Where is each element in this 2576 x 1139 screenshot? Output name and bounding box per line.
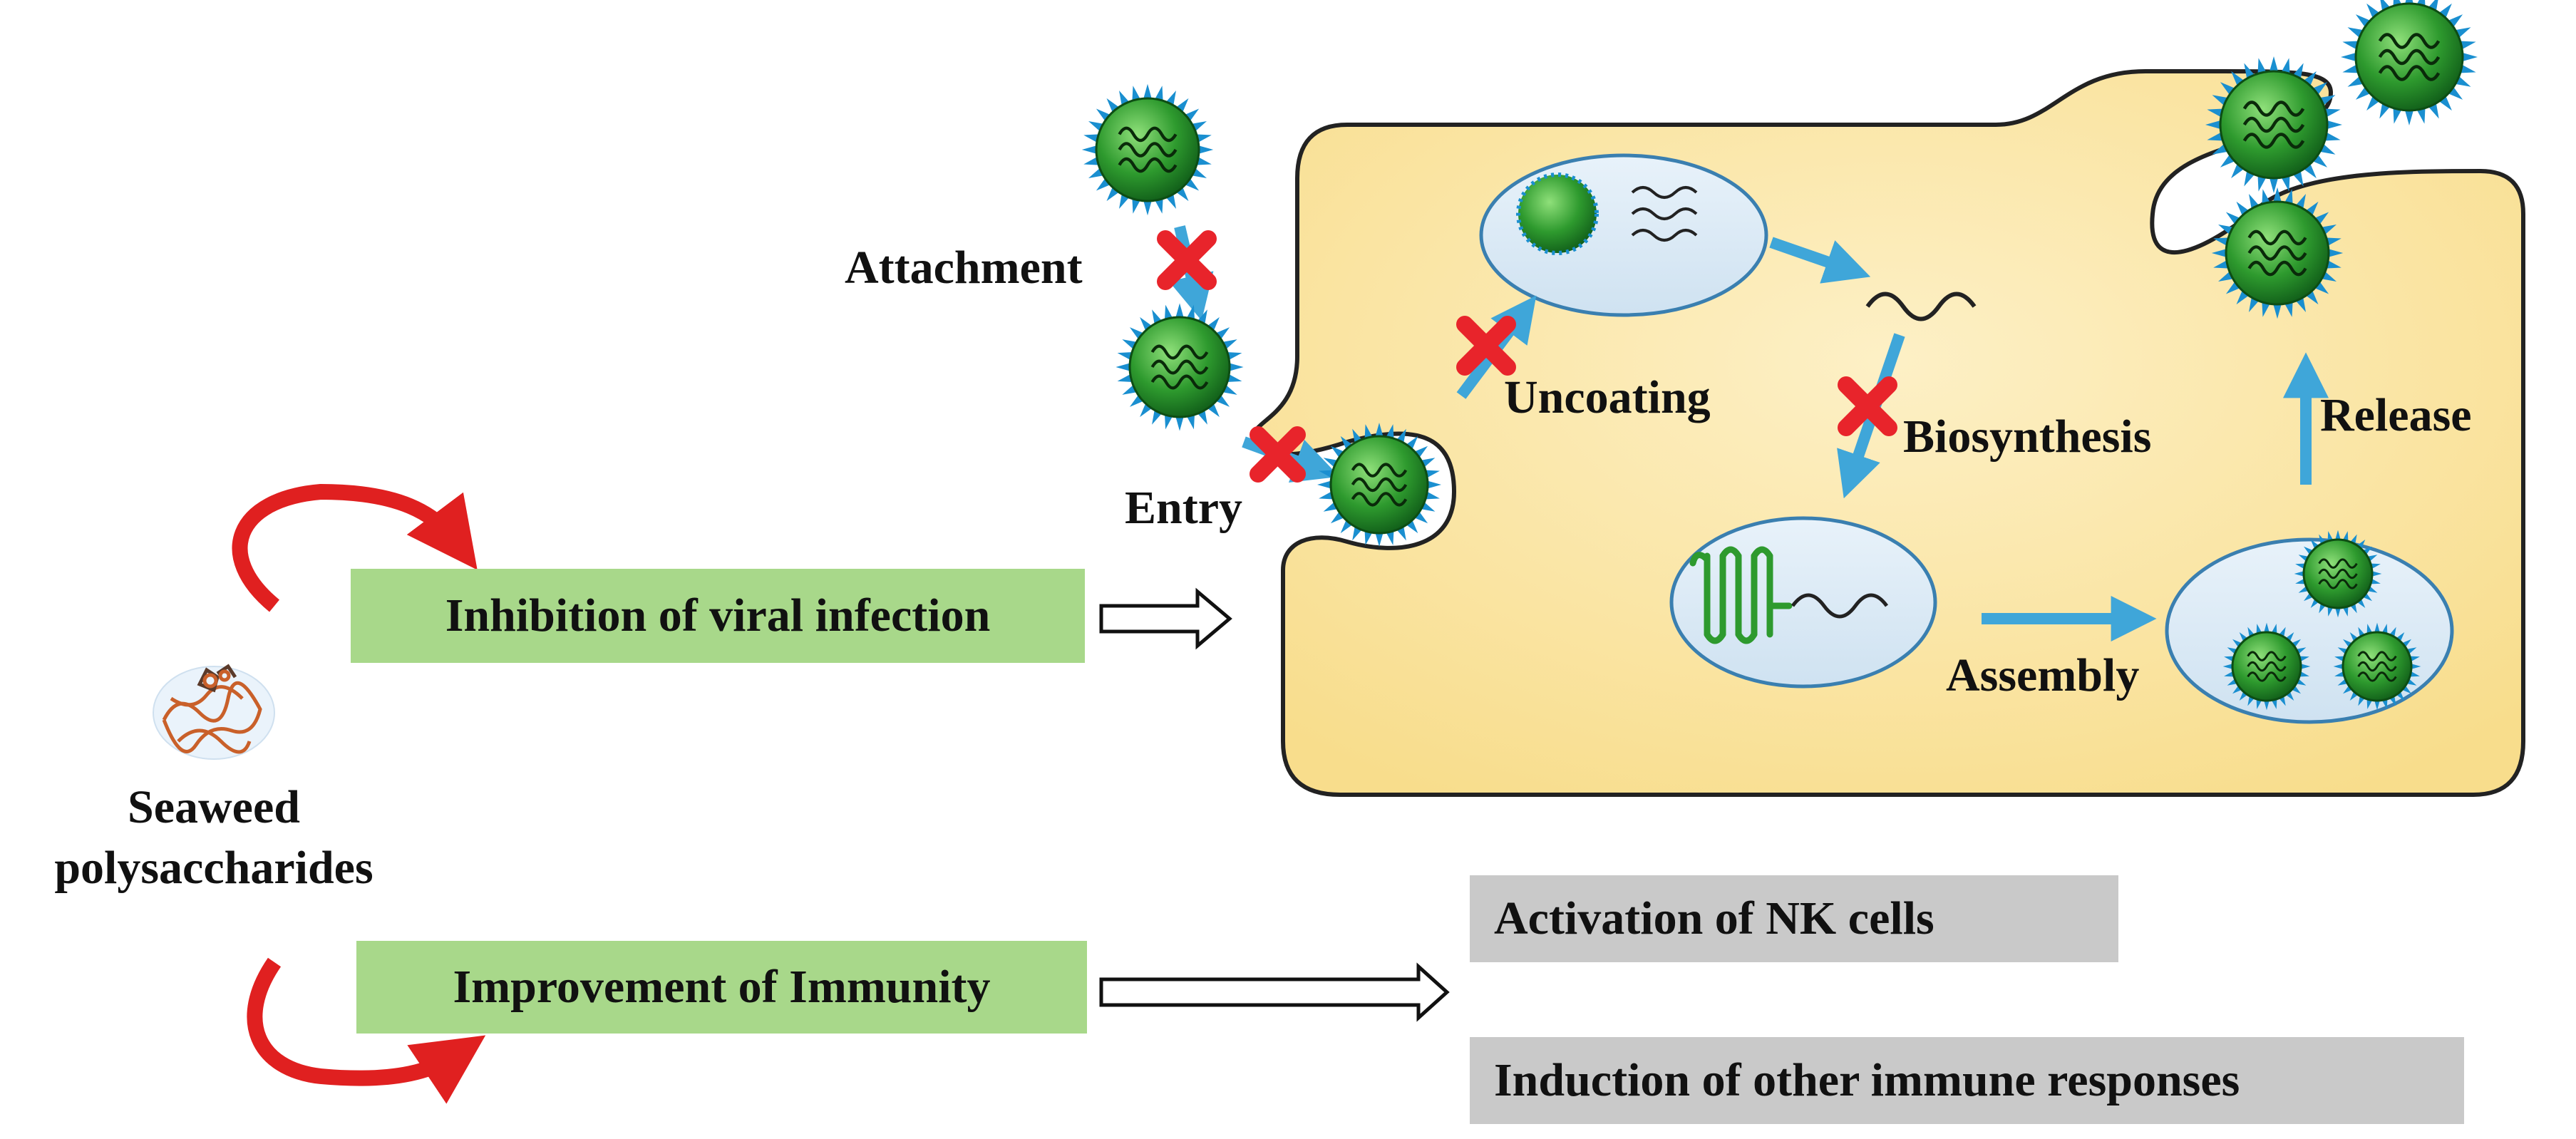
virus-attached-icon — [1116, 303, 1244, 431]
entry-label: Entry — [1125, 482, 1242, 534]
uncoating-block-icon — [1456, 316, 1516, 376]
inhibition-box: Inhibition of viral infection — [351, 569, 1085, 663]
virus-entering-icon — [1317, 423, 1441, 547]
virus-assembled-3-icon — [2333, 622, 2421, 711]
virus-assembled-2-icon — [2222, 622, 2311, 711]
biosynthesis-block-icon — [1838, 376, 1897, 436]
immunity-hollow-arrow — [1099, 962, 1450, 1022]
biosynthesis-label: Biosynthesis — [1903, 411, 2152, 463]
lower-loop-arrow-icon — [247, 957, 486, 1104]
released-genome-icon — [1631, 186, 1698, 242]
block-marks — [1157, 230, 1897, 483]
viral-protein-icon — [1689, 546, 1793, 644]
virus-released-3-icon — [2211, 187, 2344, 319]
to-rna-arrow — [1769, 237, 1871, 284]
inhibition-hollow-arrow — [1099, 587, 1232, 650]
attachment-label: Attachment — [845, 242, 1083, 294]
viral-rna-strand — [1865, 292, 1977, 321]
assembly-label: Assembly — [1946, 649, 2140, 701]
polysaccharide-molecule-icon — [153, 664, 275, 760]
nk-cells-box: Activation of NK cells — [1470, 875, 2118, 962]
biosynthesis-rna — [1791, 593, 1889, 619]
virus-released-2-icon — [2341, 0, 2478, 125]
virus-assembled-1-icon — [2294, 530, 2382, 618]
virus-outside-top-icon — [1081, 83, 1214, 216]
upper-loop-arrow-icon — [232, 483, 478, 612]
virus-released-1-icon — [2205, 56, 2342, 193]
release-label: Release — [2320, 389, 2472, 441]
biosynthesis-vesicle — [1669, 516, 1937, 689]
other-immune-box: Induction of other immune responses — [1470, 1037, 2464, 1124]
entry-block-icon — [1250, 426, 1306, 483]
virus-layer — [1081, 0, 2478, 711]
source-label-line2: polysaccharides — [54, 842, 373, 894]
source-label-line1: Seaweed — [128, 781, 300, 833]
uncoating-label: Uncoating — [1504, 371, 1711, 423]
attachment-block-icon — [1157, 230, 1217, 290]
uncoating-capsid — [1516, 172, 1599, 255]
immunity-box: Improvement of Immunity — [356, 941, 1087, 1034]
